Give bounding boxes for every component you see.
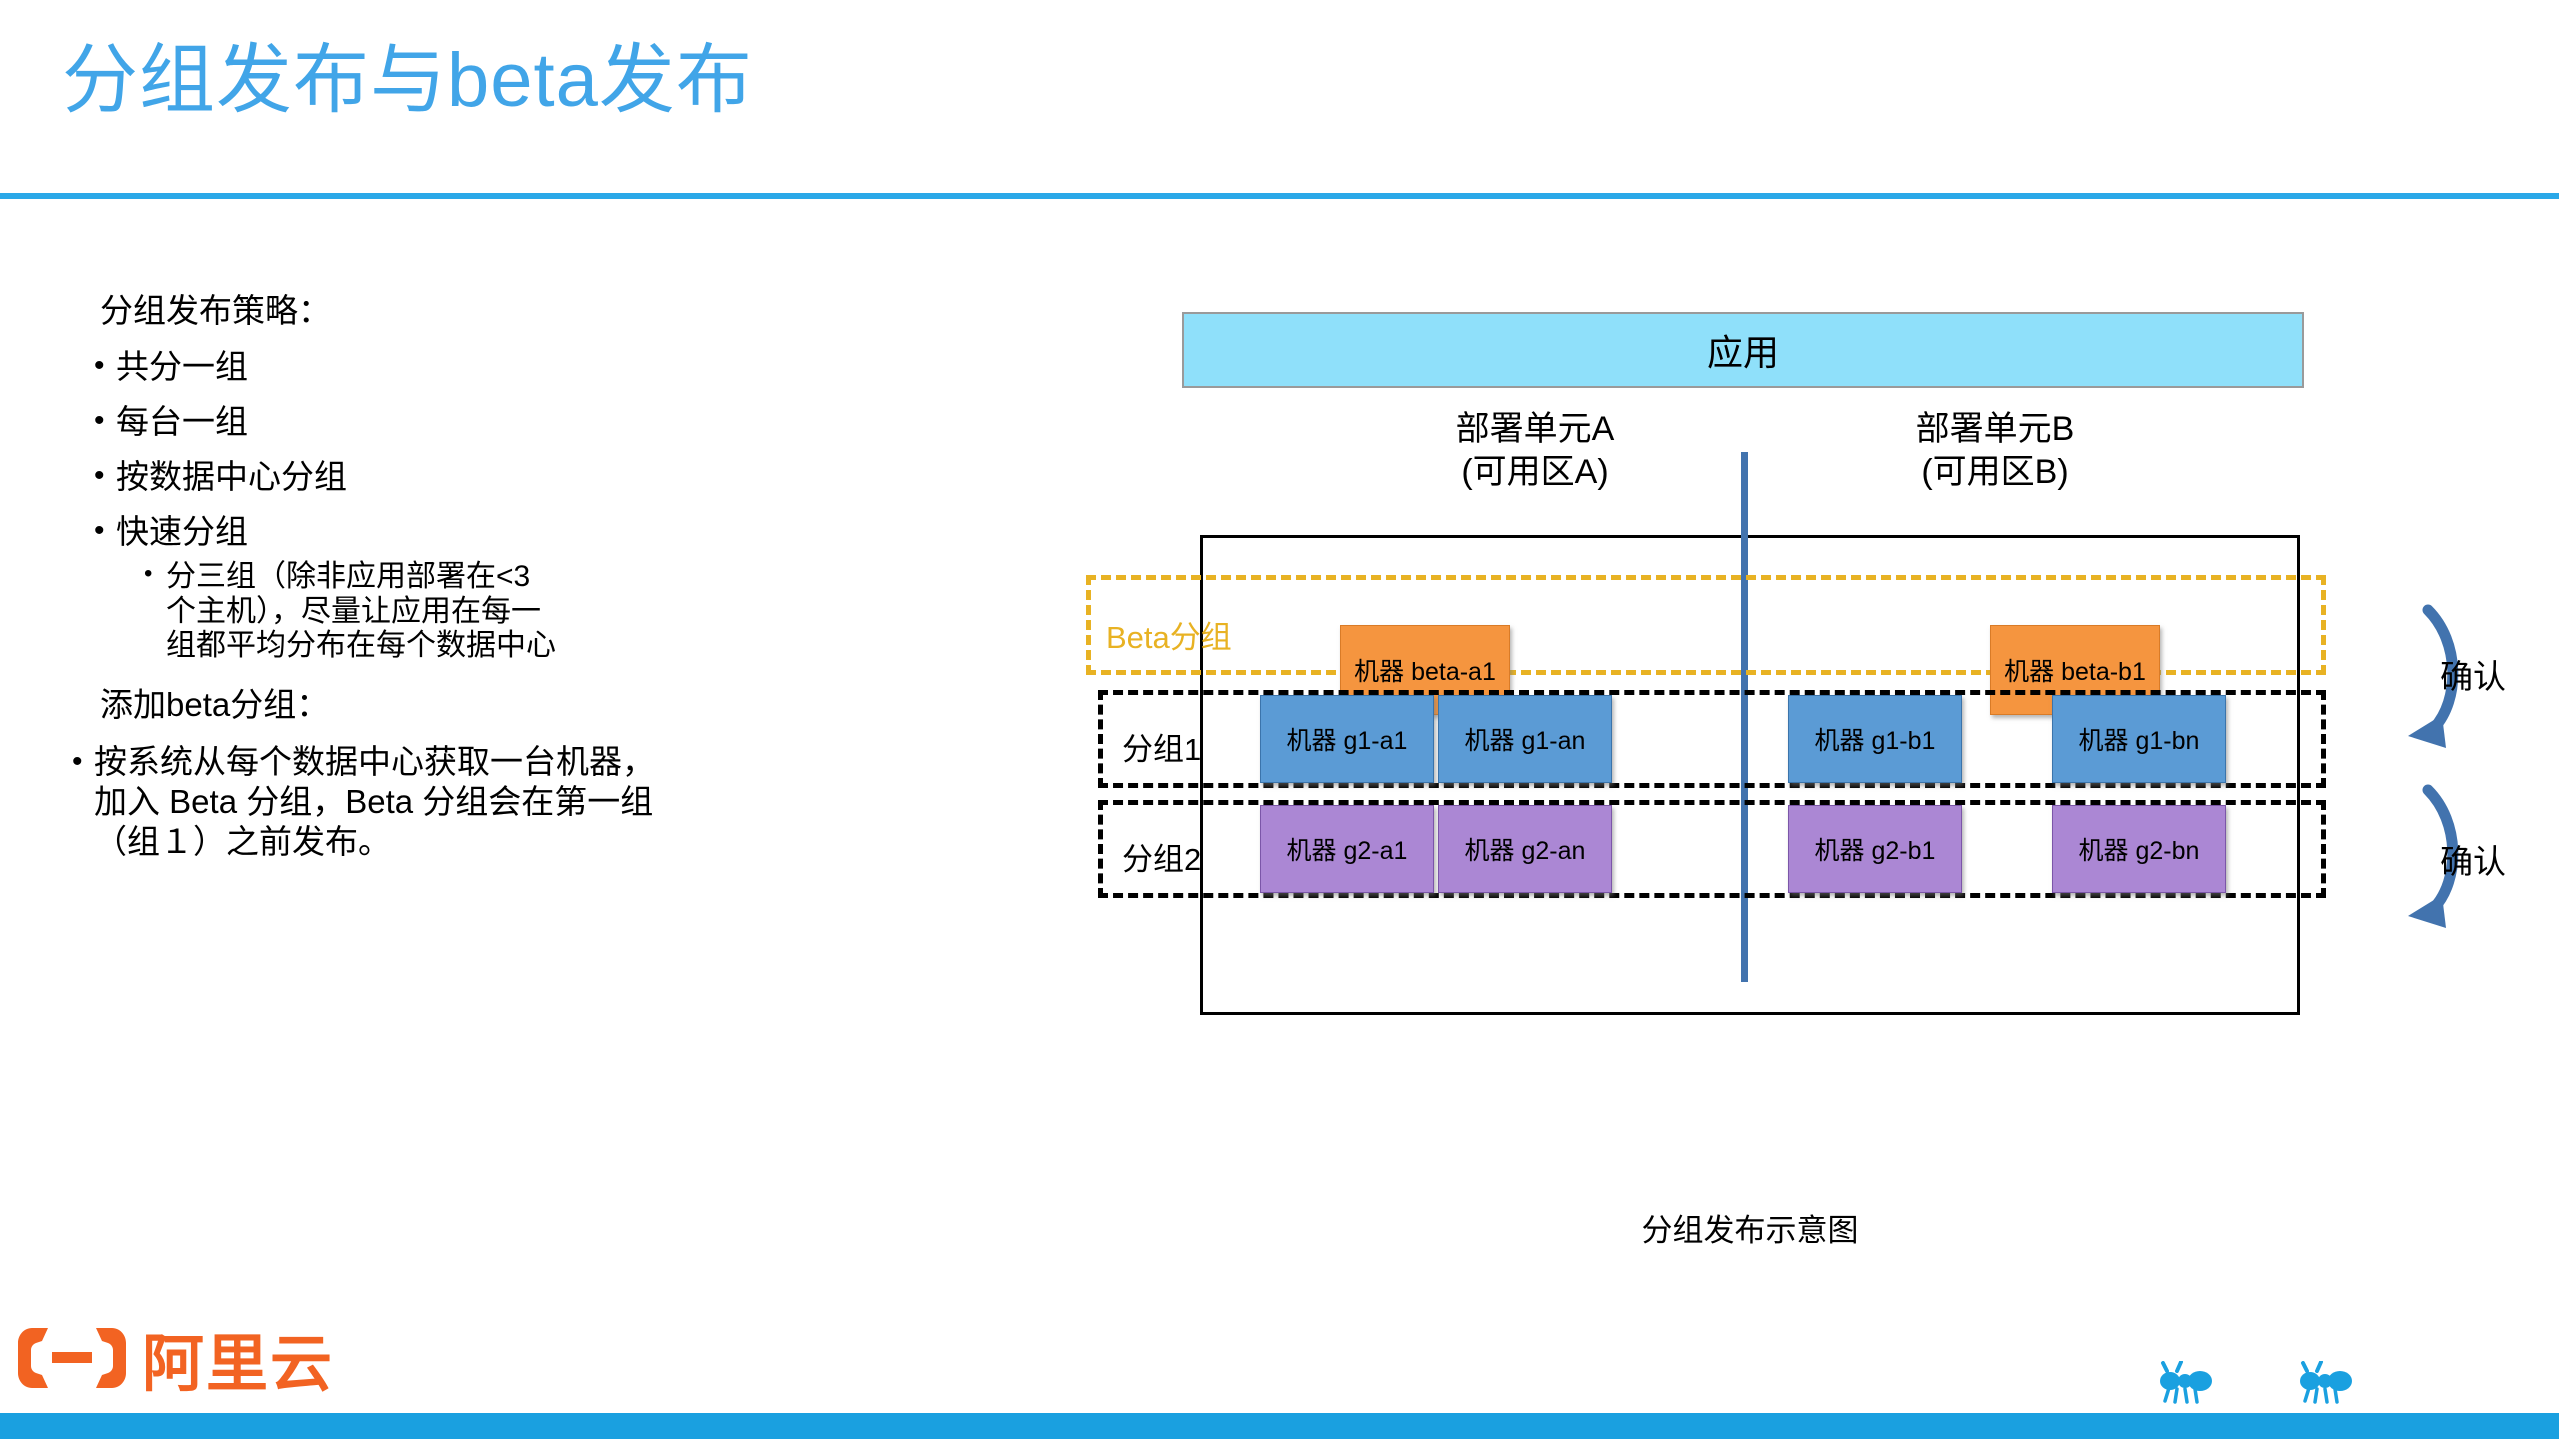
ant-icon: [2160, 1361, 2212, 1404]
beta-group-label: Beta分组: [1106, 620, 1232, 655]
bullet-dot-icon: •: [94, 513, 105, 547]
machine-box: 机器 g2-a1: [1260, 805, 1434, 893]
list-item: • 共分一组: [82, 346, 740, 389]
aliyun-logo: 阿里云: [18, 1313, 334, 1403]
machine-box: 机器 g1-a1: [1260, 695, 1434, 783]
group2-label: 分组2: [1122, 842, 1202, 877]
bullet-dot-icon: •: [72, 745, 83, 779]
machine-box: 机器 g2-bn: [2052, 805, 2226, 893]
list-item-label: 共分一组: [116, 348, 248, 386]
deployment-unit-b-label: 部署单元B (可用区B): [1830, 408, 2160, 494]
bullet-dot-icon: •: [94, 349, 105, 383]
list-item-label: 快速分组: [116, 512, 248, 550]
confirm-label-2: 确认: [2440, 843, 2506, 880]
diagram-caption: 分组发布示意图: [1641, 1213, 1859, 1248]
list-item: • 按系统从每个数据中心获取一台机器，加入 Beta 分组，Beta 分组会在第…: [60, 742, 740, 861]
ant-icon: [2300, 1361, 2352, 1404]
group2-band: [1098, 800, 2326, 898]
page-title: 分组发布与beta发布: [62, 38, 753, 123]
confirm-arrow-1-head: [2408, 715, 2446, 748]
machine-box: 机器 g2-an: [1438, 805, 1612, 893]
machine-box: 机器 g1-an: [1438, 695, 1612, 783]
bullet-dot-icon: •: [94, 459, 105, 493]
unit-a-zone: (可用区A): [1461, 452, 1609, 491]
list-item: • 每台一组: [82, 401, 740, 444]
application-box: 应用: [1182, 312, 2304, 388]
list-item-label: 每台一组: [116, 403, 248, 441]
unit-b-zone: (可用区B): [1921, 452, 2069, 491]
machine-box: 机器 g2-b1: [1788, 805, 1962, 893]
bullet-dot-icon: •: [144, 559, 153, 587]
list-item-label: 按系统从每个数据中心获取一台机器，加入 Beta 分组，Beta 分组会在第一组…: [94, 743, 655, 860]
sub-list-item-label: 分三组（除非应用部署在<3个主机），尽量让应用在每一组都平均分布在每个数据中心: [166, 559, 556, 663]
unit-divider-line: [1741, 452, 1748, 982]
group1-band: [1098, 690, 2326, 788]
aliyun-mark-icon: [18, 1328, 126, 1388]
beta-group-band: [1086, 575, 2326, 675]
deployment-unit-a-label: 部署单元A (可用区A): [1370, 408, 1700, 494]
beta-group-heading: 添加beta分组：: [100, 686, 330, 724]
deployment-diagram: 应用 部署单元A (可用区A) 部署单元B (可用区B) Beta分组 机器 b…: [1030, 300, 2530, 1280]
confirm-arrow-2-head: [2408, 895, 2446, 928]
machine-box: 机器 g1-b1: [1788, 695, 1962, 783]
unit-b-name: 部署单元B: [1915, 410, 2075, 448]
machine-box: 机器 g1-bn: [2052, 695, 2226, 783]
sub-list-item: • 分三组（除非应用部署在<3个主机），尽量让应用在每一组都平均分布在每个数据中…: [132, 560, 740, 664]
list-item: • 快速分组: [82, 511, 740, 554]
footer-accent-bar: [0, 1413, 2559, 1439]
unit-a-name: 部署单元A: [1455, 410, 1615, 448]
strategy-heading: 分组发布策略：: [100, 292, 331, 329]
confirm-label-1: 确认: [2440, 658, 2506, 695]
list-item: • 按数据中心分组: [82, 456, 740, 499]
group1-label: 分组1: [1122, 732, 1202, 767]
title-divider-rule: [0, 193, 2559, 199]
aliyun-logo-text: 阿里云: [142, 1330, 335, 1399]
list-item-label: 按数据中心分组: [116, 458, 347, 496]
left-text-panel: 分组发布策略： • 共分一组 • 每台一组 • 按数据中心分组 • 快速分组 •…: [60, 290, 740, 873]
diagram-outer-frame: [1200, 535, 2300, 1015]
bullet-dot-icon: •: [94, 404, 105, 438]
